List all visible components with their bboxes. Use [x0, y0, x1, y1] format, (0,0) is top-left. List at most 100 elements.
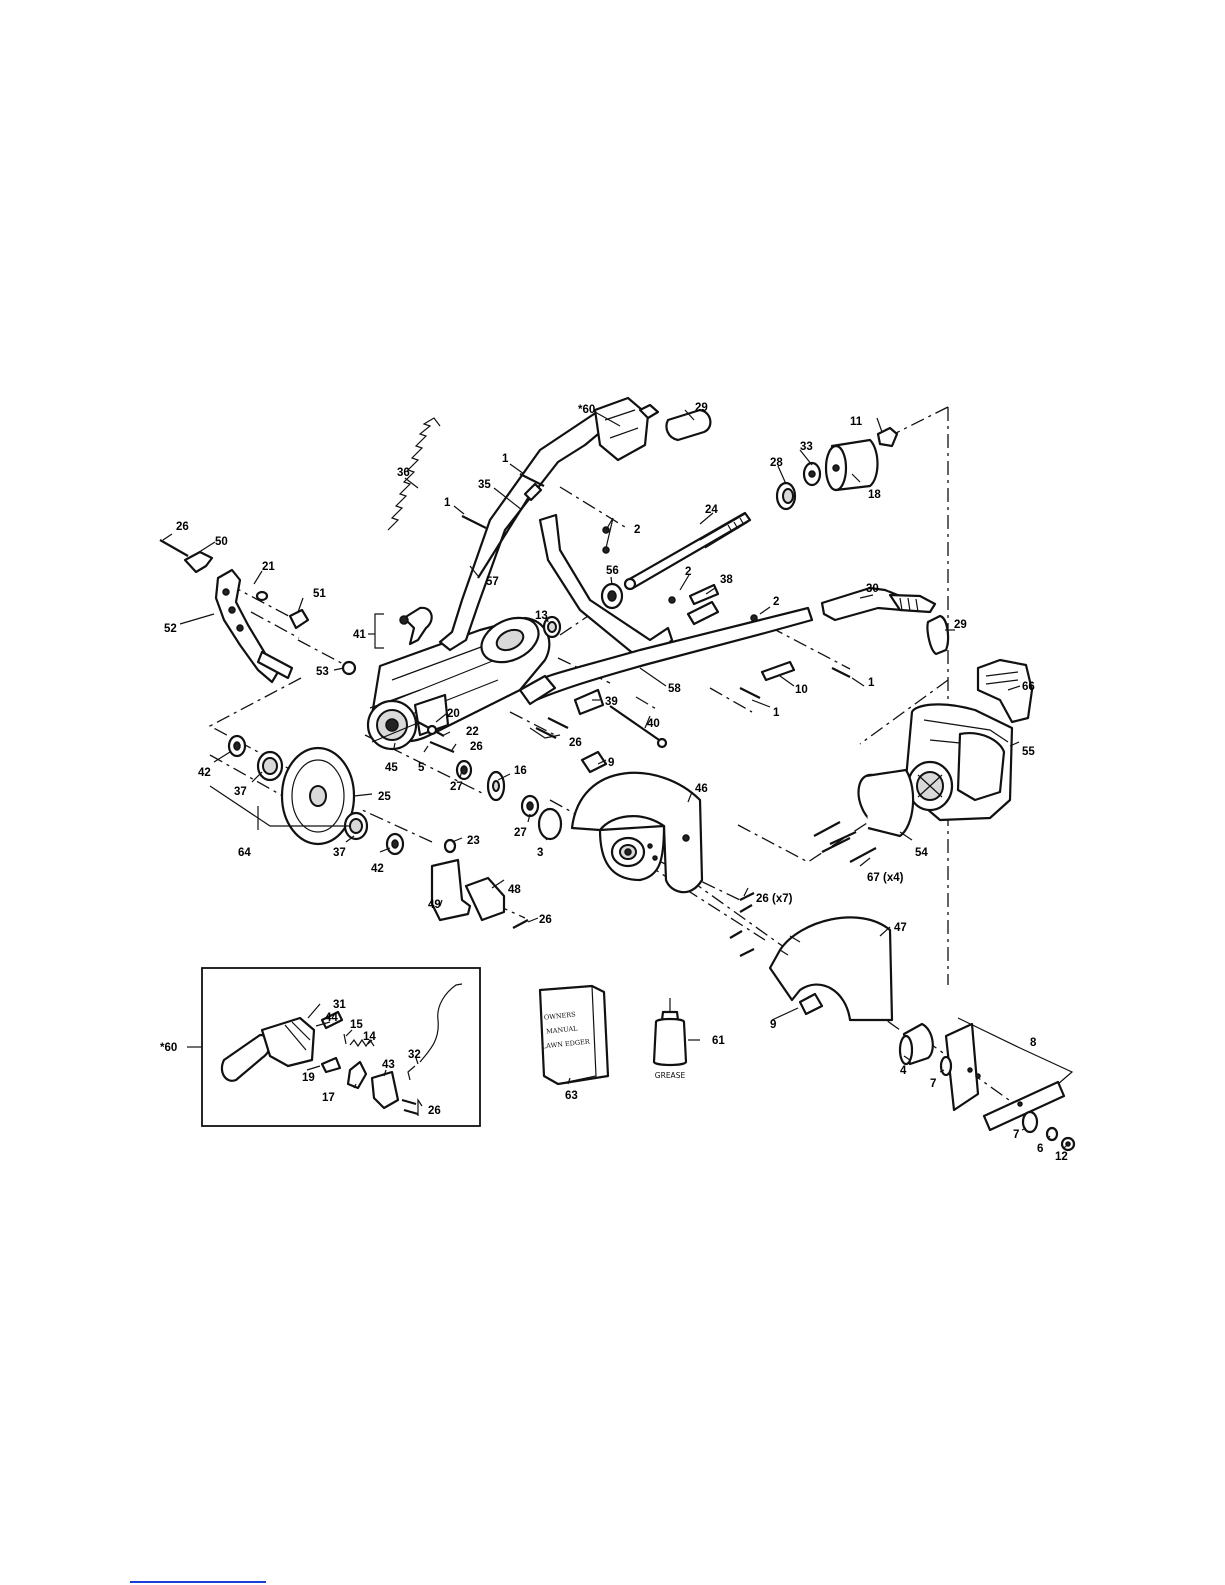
nut-53 [343, 662, 355, 674]
callout-12: 12 [1055, 1151, 1068, 1163]
engine-55 [905, 704, 1012, 820]
callout-46: 46 [695, 783, 708, 795]
callout-1: 1 [502, 453, 509, 465]
callout-43: 43 [382, 1059, 395, 1071]
blade-guard-46 [572, 773, 702, 892]
knob-50 [160, 540, 212, 572]
grease-label: GREASE [655, 1071, 686, 1080]
callout-35: 35 [478, 479, 491, 491]
lower-handle-58 [520, 608, 812, 704]
callout-36: 36 [397, 467, 410, 479]
callout-42: 42 [371, 863, 384, 875]
callout-32: 32 [408, 1049, 421, 1061]
height-bracket-52 [216, 570, 292, 682]
clamp-10 [762, 662, 794, 680]
callout-14: 14 [363, 1031, 376, 1043]
bracket-38 [688, 585, 718, 624]
wheel-assembly-64 [229, 736, 403, 854]
callout-60-inset: *60 [160, 1042, 177, 1054]
callout-24: 24 [705, 504, 718, 516]
callout-47: 47 [894, 922, 907, 934]
callout-1: 1 [444, 497, 451, 509]
callout-17: 17 [322, 1092, 335, 1104]
callout-41: 41 [353, 629, 366, 641]
callout-45: 45 [385, 762, 398, 774]
callout-26: 26 [539, 914, 552, 926]
callout-7: 7 [1013, 1129, 1019, 1141]
callout-38: 38 [720, 574, 733, 586]
callout-9: 9 [608, 757, 614, 769]
callout-27: 27 [450, 781, 463, 793]
callout-55: 55 [1022, 746, 1035, 758]
callout-42: 42 [198, 767, 211, 779]
callout-8: 8 [1030, 1037, 1037, 1049]
callout-22: 22 [466, 726, 479, 738]
callout-63: 63 [565, 1090, 578, 1102]
callout-19: 19 [302, 1072, 315, 1084]
callout-28: 28 [770, 457, 783, 469]
spring-36 [388, 418, 440, 530]
lever-41 [404, 608, 432, 644]
callout-4: 4 [900, 1065, 907, 1077]
callout-58: 58 [668, 683, 681, 695]
callout-21: 21 [262, 561, 275, 573]
callout-44: 44 [325, 1012, 338, 1024]
callout-15: 15 [350, 1019, 363, 1031]
callout-66: 66 [1022, 681, 1035, 693]
callout-29: 29 [954, 619, 967, 631]
callout-64: 64 [238, 847, 251, 859]
stud-51 [290, 610, 308, 628]
callout-52: 52 [164, 623, 177, 635]
callout-5: 5 [418, 762, 425, 774]
callout-39: 39 [605, 696, 618, 708]
callout-1: 1 [773, 707, 780, 719]
callout-37: 37 [234, 786, 247, 798]
callout-67: 67 (x4) [867, 872, 904, 884]
callout-50: 50 [215, 536, 228, 548]
callout-56: 56 [606, 565, 619, 577]
callout-13: 13 [535, 610, 548, 622]
grip-29-right [927, 616, 948, 654]
callout-16: 16 [514, 765, 527, 777]
callout-49: 49 [428, 899, 441, 911]
callout-51: 51 [313, 588, 326, 600]
callout-53: 53 [316, 666, 329, 678]
callout-2: 2 [685, 566, 691, 578]
callout-25: 25 [378, 791, 391, 803]
plate-9-lower [800, 994, 822, 1014]
blade-guard-47 [770, 917, 892, 1020]
callout-20: 20 [447, 708, 460, 720]
callout-9: 9 [770, 1019, 776, 1031]
plates-48-49 [432, 840, 504, 920]
callout-29: 29 [695, 402, 708, 414]
callout-30: 30 [866, 583, 879, 595]
callout-26: 26 [176, 521, 189, 533]
screws-67 [814, 822, 876, 862]
callout-60: *60 [578, 404, 595, 416]
callout-33: 33 [800, 441, 813, 453]
owners-manual-63: OWNERS MANUAL LAWN EDGER [540, 986, 608, 1084]
callout-61: 61 [712, 1035, 725, 1047]
callout-31: 31 [333, 999, 346, 1011]
callout-26-x7: 26 (x7) [756, 893, 793, 905]
callout-48: 48 [508, 884, 521, 896]
callout-27: 27 [514, 827, 527, 839]
callout-2: 2 [773, 596, 779, 608]
callout-3: 3 [537, 847, 543, 859]
callout-1: 1 [868, 677, 875, 689]
callout-7: 7 [930, 1078, 936, 1090]
callout-57: 57 [486, 576, 499, 588]
blade-8 [946, 1024, 1064, 1130]
callout-37: 37 [333, 847, 346, 859]
callout-2: 2 [634, 524, 640, 536]
footer-link-underline[interactable] [130, 1581, 266, 1583]
callout-23: 23 [467, 835, 480, 847]
grease-bottle-61: GREASE [654, 998, 686, 1080]
callout-26: 26 [470, 741, 483, 753]
bracket-39 [575, 690, 603, 714]
callout-54: 54 [915, 847, 928, 859]
callout-11: 11 [850, 416, 863, 428]
callout-26: 26 [569, 737, 582, 749]
callout-40: 40 [647, 718, 660, 730]
